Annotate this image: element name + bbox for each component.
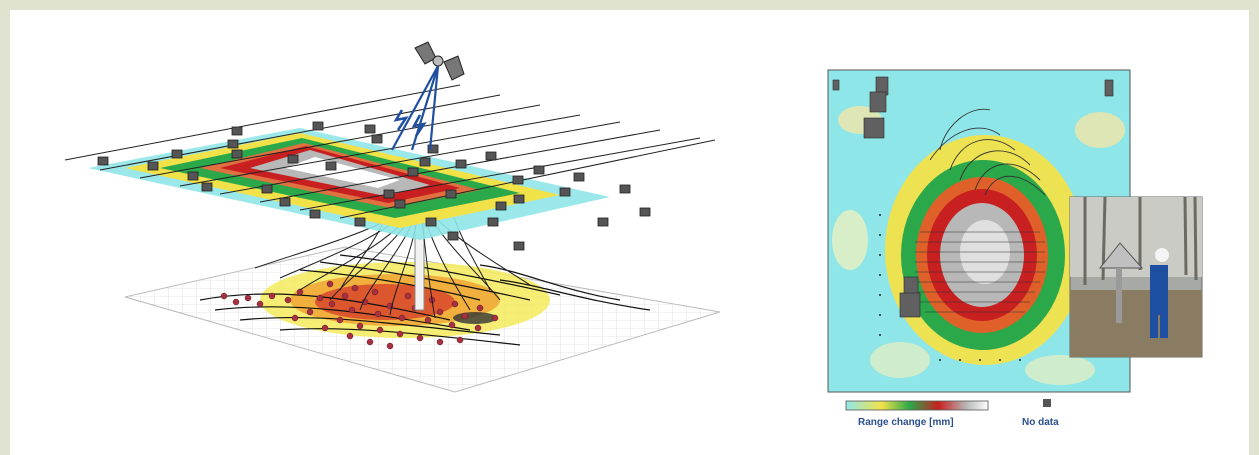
field-photo: [1069, 196, 1203, 358]
corner-reflectors: [97, 121, 651, 251]
signal-bolt-icon: [391, 65, 440, 151]
range-change-colorbar: [845, 400, 989, 411]
no-data-swatch: [1043, 399, 1051, 407]
microseismic-heatmap: [260, 262, 550, 338]
range-change-label: Range change [mm]: [858, 417, 954, 428]
no-data-label: No data: [1022, 417, 1059, 428]
subsurface-model: [64, 41, 721, 393]
surface-deformation-plane: [88, 128, 610, 240]
subsurface-flowlines: [199, 254, 651, 346]
range-change-legend: Range change [mm] No data: [845, 399, 1059, 428]
no-data-patches: [832, 76, 1114, 318]
microseismic-events: [220, 280, 499, 350]
satellite-icon: [414, 41, 465, 81]
